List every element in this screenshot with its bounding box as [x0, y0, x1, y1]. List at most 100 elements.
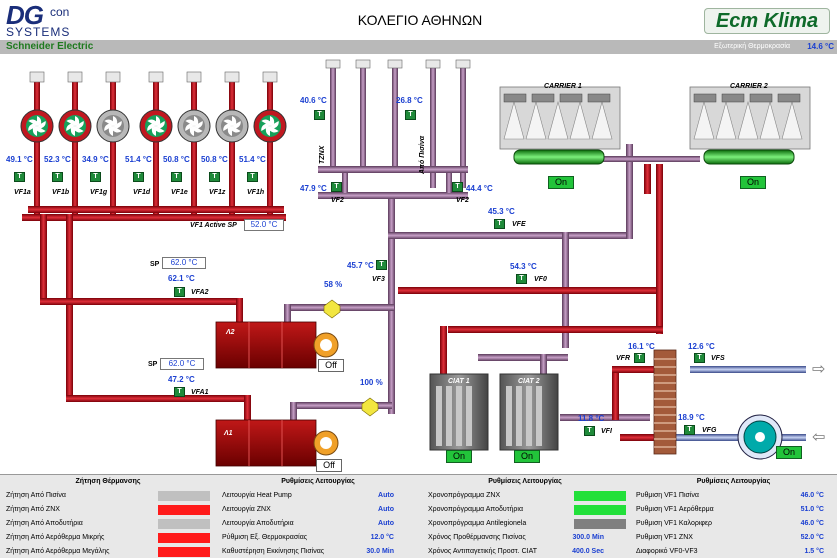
- fan-tag: VF1g: [90, 189, 108, 196]
- vf2-pool-temp: 44.4 °C: [466, 184, 493, 193]
- vfs-sensor-icon: T: [694, 353, 705, 363]
- vfg-sensor-icon: T: [684, 425, 695, 435]
- panel-row-label: Ρυθμιση VF1 Πισίνα: [636, 492, 699, 499]
- fan-tag: VF1d: [133, 189, 151, 196]
- boiler-1-status[interactable]: Off: [316, 459, 342, 472]
- vfr-temp: 16.1 °C: [628, 342, 655, 351]
- col2-header: Ρυθμίσεις Λειτουργίας: [281, 478, 355, 485]
- vfs-temp: 12.6 °C: [688, 342, 715, 351]
- boiler-2-sp-value[interactable]: 62.0 °C: [162, 257, 206, 269]
- vf2-znx-temp: 47.9 °C: [300, 184, 327, 193]
- brand-sup: con: [50, 5, 70, 19]
- fan-icon: [177, 109, 211, 143]
- panel-row-label: Χρόνος Αντιπαγετικής Προστ. CIAT: [428, 548, 537, 555]
- vfa2-sensor-icon: T: [174, 287, 185, 297]
- carrier-2-status[interactable]: On: [740, 176, 766, 189]
- vfi-sensor-icon: T: [584, 426, 595, 436]
- fan-sensor-icon: T: [90, 172, 101, 182]
- fan-unit[interactable]: [20, 109, 54, 143]
- fan-temp: 51.4 °C: [239, 155, 266, 164]
- panel-row-label: Καθυστέρηση Εκκίνησης Πισίνας: [222, 548, 325, 555]
- pool-temp: 26.8 °C: [396, 96, 423, 105]
- dgcon-logo: DG con SYSTEMS: [6, 2, 86, 38]
- panel-row-value[interactable]: 1.5 °C: [804, 548, 824, 555]
- vfs-tag: VFS: [711, 355, 725, 362]
- vfa1-tag: VFA1: [191, 389, 209, 396]
- vfr-tag: VFR: [616, 355, 630, 362]
- fan-temp: 51.4 °C: [125, 155, 152, 164]
- status-indicator: [158, 491, 210, 501]
- vfg-temp: 18.9 °C: [678, 413, 705, 422]
- ciat-1-name: CIAT 1: [448, 378, 470, 385]
- panel-row-label: Ζήτηση Από Αερόθερμα Μεγάλης: [6, 548, 110, 555]
- fan-tag: VF1b: [52, 189, 70, 196]
- vfa1-sensor-icon: T: [174, 387, 185, 397]
- panel-row-label: Λειτουργία Heat Pump: [222, 492, 292, 499]
- boiler-1-sp-value[interactable]: 62.0 °C: [160, 358, 204, 370]
- panel-row-value[interactable]: Auto: [378, 506, 394, 513]
- status-indicator: [158, 519, 210, 529]
- vf1-active-sp-value[interactable]: 52.0 °C: [244, 219, 284, 231]
- boiler-1-name: Λ1: [224, 430, 233, 437]
- brand-sub: SYSTEMS: [6, 25, 71, 39]
- status-indicator: [158, 505, 210, 515]
- panel-row-value[interactable]: 300.0 Min: [572, 534, 604, 541]
- outside-temp-value: 14.6 °C: [807, 42, 834, 51]
- fan-unit[interactable]: [253, 109, 287, 143]
- col1-header: Ζήτηση Θέρμανσης: [75, 478, 141, 485]
- fan-unit[interactable]: [96, 109, 130, 143]
- fan-sensor-icon: T: [209, 172, 220, 182]
- fan-temp: 49.1 °C: [6, 155, 33, 164]
- vfa2-tag: VFA2: [191, 289, 209, 296]
- panel-row-label: Λειτουργία ΖΝΧ: [222, 506, 271, 513]
- panel-row-value[interactable]: Auto: [378, 492, 394, 499]
- fan-unit[interactable]: [139, 109, 173, 143]
- boiler-2-status[interactable]: Off: [318, 359, 344, 372]
- ciat-2-status[interactable]: On: [514, 450, 540, 463]
- vf2-pool-sensor-icon: T: [452, 182, 463, 192]
- fan-unit[interactable]: [215, 109, 249, 143]
- vf0-sensor-icon: T: [516, 274, 527, 284]
- pump-status[interactable]: On: [776, 446, 802, 459]
- panel-row-value[interactable]: 30.0 Min: [366, 548, 394, 555]
- panel-row-label: Ρύθμιση Εξ. Θερμοκρασίας: [222, 534, 308, 541]
- status-indicator: [574, 505, 626, 515]
- ciat-1-status[interactable]: On: [446, 450, 472, 463]
- pool-sensor-icon: T: [405, 110, 416, 120]
- panel-row-label: Ζήτηση Από Πισίνα: [6, 492, 66, 499]
- fan-risers: [29, 71, 278, 214]
- fan-sensor-icon: T: [14, 172, 25, 182]
- vf3-tag: VF3: [372, 276, 385, 283]
- fan-unit[interactable]: [177, 109, 211, 143]
- fan-tag: VF1e: [171, 189, 188, 196]
- fan-tag: VF1z: [209, 189, 226, 196]
- panel-row-value[interactable]: Auto: [378, 520, 394, 527]
- panel-row-value[interactable]: 46.0 °C: [800, 520, 824, 527]
- panel-row-value[interactable]: 400.0 Sec: [572, 548, 604, 555]
- panel-row-value[interactable]: 46.0 °C: [800, 492, 824, 499]
- fan-tag: VF1a: [14, 189, 31, 196]
- panel-row-value[interactable]: 12.0 °C: [370, 534, 394, 541]
- panel-row-value[interactable]: 52.0 °C: [800, 534, 824, 541]
- panel-row-label: Διαφορικό VF0-VF3: [636, 548, 698, 555]
- col3-header: Ρυθμίσεις Λειτουργίας: [488, 478, 562, 485]
- ecm-klima-logo: Ecm Klima: [704, 8, 830, 34]
- carrier-1-name: CARRIER 1: [544, 83, 582, 90]
- fan-icon: [58, 109, 92, 143]
- fan-unit[interactable]: [58, 109, 92, 143]
- vfe-tag: VFE: [512, 221, 526, 228]
- vfr-sensor-icon: T: [634, 353, 645, 363]
- brand-main: DG: [6, 0, 44, 30]
- boiler-1-valve-pct: 100 %: [360, 378, 383, 387]
- fan-sensor-icon: T: [247, 172, 258, 182]
- vf0-temp: 54.3 °C: [510, 262, 537, 271]
- piping-svg: [22, 59, 811, 467]
- carrier-1-status[interactable]: On: [548, 176, 574, 189]
- vendor-label: Schneider Electric: [6, 41, 94, 52]
- fan-icon: [20, 109, 54, 143]
- status-indicator: [158, 547, 210, 557]
- fan-icon: [96, 109, 130, 143]
- panel-row-value[interactable]: 51.0 °C: [800, 506, 824, 513]
- status-indicator: [574, 519, 626, 529]
